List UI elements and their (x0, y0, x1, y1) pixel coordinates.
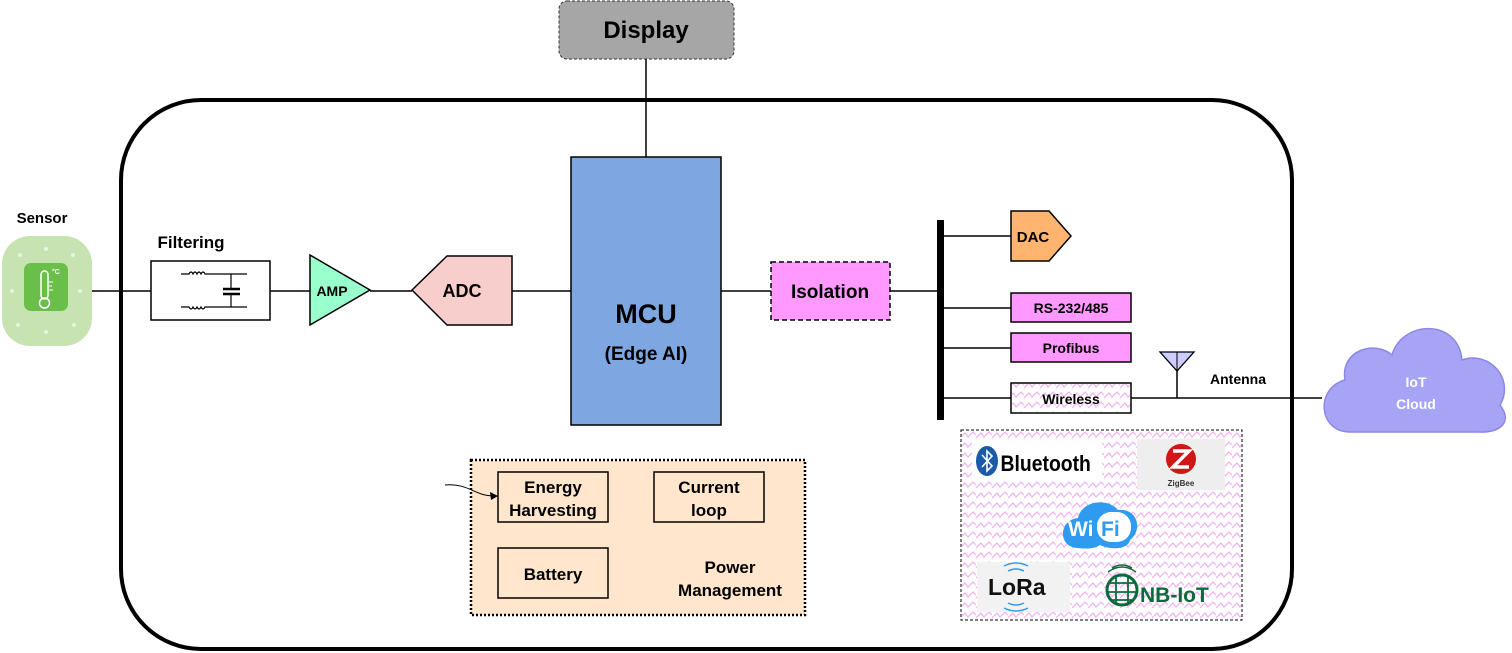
arrow-head-icon (490, 492, 498, 500)
current-label-line1: Current (678, 478, 740, 497)
lora-logo: LoRa (977, 562, 1070, 612)
filtering-label: Filtering (157, 233, 224, 252)
cloud-label-line1: IoT (1406, 374, 1427, 390)
wifi-text-b: Fi (1101, 518, 1120, 541)
cloud-label-line2: Cloud (1396, 396, 1436, 412)
sensor-unit: °C (52, 268, 60, 276)
wireless-block[interactable]: Wireless (1010, 382, 1132, 414)
amp-label: AMP (316, 283, 347, 299)
power-title-line1: Power (704, 558, 755, 577)
amp-block[interactable]: AMP (309, 253, 372, 327)
sensor-thermometer-icon: °C (2, 236, 92, 346)
isolation-label: Isolation (791, 282, 869, 303)
display-label: Display (603, 17, 689, 44)
adc-label: ADC (443, 281, 482, 301)
dac-label: DAC (1017, 229, 1050, 246)
profibus-label: Profibus (1043, 340, 1100, 356)
bluetooth-text: Bluetooth (1001, 452, 1091, 476)
zigbee-logo: ZigBee (1137, 439, 1225, 490)
mcu-block[interactable]: MCU (Edge AI) (570, 156, 722, 426)
power-management-block: Power Management (469, 458, 807, 617)
display-block[interactable]: Display (558, 0, 735, 60)
wireless-label: Wireless (1042, 391, 1100, 407)
sensor-label: Sensor (17, 210, 68, 227)
profibus-block[interactable]: Profibus (1010, 332, 1132, 363)
interface-bus (937, 220, 944, 420)
iot-cloud[interactable]: IoT Cloud (1323, 327, 1507, 433)
power-title-line2: Management (678, 581, 782, 600)
rs232-block[interactable]: RS-232/485 (1010, 292, 1132, 323)
energy-harvesting-block[interactable]: Energy Harvesting (497, 471, 609, 523)
antenna-label: Antenna (1210, 371, 1266, 387)
battery-label: Battery (524, 565, 583, 584)
lc-filter-icon (181, 271, 247, 310)
wifi-logo: Wi Fi (1063, 502, 1138, 549)
bluetooth-logo: Bluetooth (972, 440, 1102, 480)
dac-block[interactable]: DAC (1010, 210, 1072, 262)
antenna-icon (1158, 351, 1196, 372)
energy-label-line1: Energy (524, 478, 582, 497)
filter-block[interactable] (150, 260, 271, 321)
energy-label-line2: Harvesting (509, 501, 597, 520)
rs232-label: RS-232/485 (1034, 300, 1109, 316)
mcu-label: MCU (615, 299, 677, 329)
battery-block[interactable]: Battery (497, 547, 609, 599)
zigbee-text: ZigBee (1168, 479, 1195, 488)
current-label-line2: loop (691, 501, 727, 520)
isolation-block[interactable]: Isolation (770, 261, 891, 321)
adc-block[interactable]: ADC (410, 255, 513, 326)
device-enclosure (119, 98, 1294, 651)
current-loop-block[interactable]: Current loop (653, 471, 765, 523)
mcu-sublabel: (Edge AI) (605, 344, 688, 365)
bus-wires (944, 235, 1322, 399)
lora-text: LoRa (988, 574, 1046, 600)
nbiot-text: NB-IoT (1140, 584, 1209, 607)
wireless-protocols-panel: Bluetooth ZigBee Wi Fi LoRa NB-IoT (960, 429, 1243, 621)
nbiot-logo: NB-IoT (1105, 564, 1209, 607)
wifi-text-a: Wi (1068, 518, 1093, 541)
